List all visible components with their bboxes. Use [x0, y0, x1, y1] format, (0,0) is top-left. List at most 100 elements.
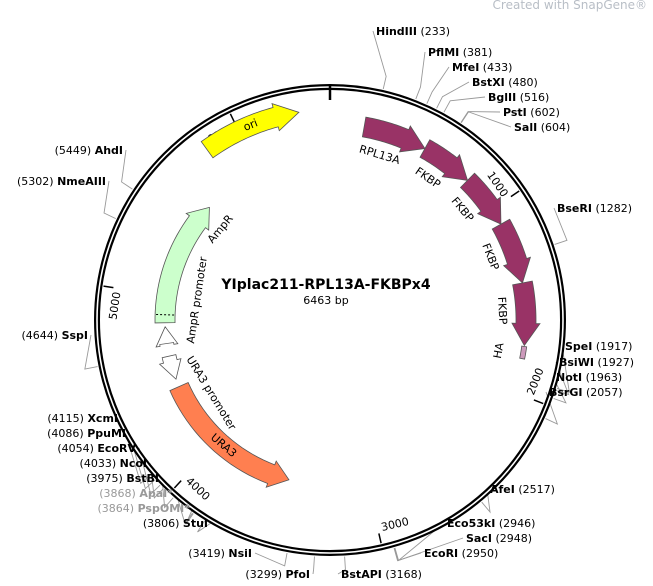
site-position: (604) — [541, 121, 571, 134]
site-label-nsii[interactable]: (3419) NsiI — [188, 547, 252, 560]
site-label-sspi[interactable]: (4644) SspI — [21, 329, 88, 342]
site-label-eco53ki[interactable]: Eco53kI (2946) — [447, 517, 535, 530]
plasmid-length: 6463 bp — [303, 294, 348, 307]
site-leader-line — [460, 111, 501, 123]
site-leader-line — [185, 507, 194, 525]
site-label-nmeaiii[interactable]: (5302) NmeAIII — [17, 175, 106, 188]
tick-label: 3000 — [380, 515, 410, 534]
ampr-dashed-mark — [156, 313, 175, 316]
tick-label: 5000 — [106, 291, 123, 321]
site-leader-line — [312, 556, 315, 575]
site-name: SalI — [514, 121, 537, 134]
site-name: MfeI — [452, 61, 479, 74]
site-position: (3868) — [99, 487, 136, 500]
site-leader-line — [121, 149, 133, 190]
site-label-bseri[interactable]: BseRI (1282) — [557, 202, 632, 215]
ruler-ticks: 100020003000400050006000 — [103, 113, 547, 544]
site-position: (480) — [508, 76, 538, 89]
site-position: (602) — [530, 106, 560, 119]
site-label-ahdi[interactable]: (5449) AhdI — [55, 144, 123, 157]
feature-ha[interactable] — [519, 345, 528, 360]
site-leader-line — [254, 552, 288, 567]
feature-fkbp[interactable] — [491, 218, 532, 284]
site-label-bstxi[interactable]: BstXI (480) — [472, 76, 538, 89]
site-label-bglii[interactable]: BglII (516) — [488, 91, 549, 104]
site-name: StuI — [183, 517, 208, 530]
site-name: BseRI — [557, 202, 592, 215]
site-name: EcoRI — [424, 547, 458, 560]
site-name: BsiWI — [559, 356, 594, 369]
tick-mark — [378, 533, 382, 544]
tick-mark — [173, 480, 182, 489]
feature-fkbp[interactable] — [419, 139, 469, 181]
site-position: (4644) — [21, 329, 58, 342]
site-leader-line — [393, 548, 422, 562]
site-label-pfoi[interactable]: (3299) PfoI — [245, 568, 310, 581]
site-leader-line — [337, 556, 346, 575]
site-leader-line — [197, 520, 212, 533]
site-label-ecorv[interactable]: (4054) EcoRV — [57, 442, 136, 455]
feature-label: AmpR promoter — [184, 255, 210, 344]
feature-ori[interactable] — [200, 103, 300, 159]
site-leader-line — [161, 477, 174, 509]
feature-ampr[interactable] — [154, 206, 210, 324]
site-label-spei[interactable]: SpeI (1917) — [565, 340, 632, 353]
site-position: (1282) — [595, 202, 632, 215]
site-leader-line — [426, 66, 450, 104]
site-label-afei[interactable]: AfeI (2517) — [490, 483, 555, 496]
tick-mark — [103, 285, 114, 289]
site-leader-line — [372, 30, 387, 90]
feature-rpl13a[interactable] — [361, 116, 426, 153]
restriction-sites: HindIII (233) PflMI (381) MfeI (433) BstXI … — [17, 25, 634, 581]
site-label-pspomi-star[interactable]: (3864) PspOMI* — [97, 502, 190, 515]
feature-ampr-promoter[interactable] — [155, 325, 179, 348]
site-leader-line — [175, 492, 193, 525]
feature-ura3-promoter[interactable] — [158, 354, 182, 380]
site-position: (381) — [463, 46, 493, 59]
site-label-bstbi[interactable]: (3975) BstBI — [86, 472, 159, 485]
feature-label: FKBP — [495, 296, 510, 325]
tick-mark — [229, 113, 236, 124]
site-position: (2950) — [462, 547, 499, 560]
site-label-ncoi[interactable]: (4033) NcoI — [80, 457, 147, 470]
site-position: (4115) — [47, 412, 84, 425]
site-label-saci[interactable]: SacI (2948) — [466, 532, 532, 545]
site-label-bsiwi[interactable]: BsiWI (1927) — [559, 356, 634, 369]
site-label-hindiii[interactable]: HindIII (233) — [376, 25, 450, 38]
site-position: (433) — [483, 61, 513, 74]
site-label-sali[interactable]: SalI (604) — [514, 121, 570, 134]
site-label-ecori[interactable]: EcoRI (2950) — [424, 547, 498, 560]
site-position: (2057) — [586, 386, 623, 399]
site-position: (5302) — [17, 175, 54, 188]
site-leader-line — [443, 96, 486, 113]
site-position: (516) — [520, 91, 550, 104]
feature-ura3[interactable] — [169, 382, 290, 488]
site-label-noti[interactable]: NotI (1963) — [556, 371, 622, 384]
site-label-pflmi[interactable]: PflMI (381) — [428, 46, 492, 59]
site-position: (3168) — [385, 568, 422, 581]
site-name: SacI — [466, 532, 492, 545]
site-position: (3806) — [143, 517, 180, 530]
site-name: NcoI — [120, 457, 147, 470]
site-position: (3975) — [86, 472, 123, 485]
site-name: BstXI — [472, 76, 505, 89]
site-label-mfei[interactable]: MfeI (433) — [452, 61, 512, 74]
site-position: (2946) — [499, 517, 536, 530]
site-name: SpeI — [565, 340, 592, 353]
site-label-ppumi[interactable]: (4086) PpuMI — [47, 427, 126, 440]
feature-fkbp[interactable] — [459, 172, 502, 225]
site-label-bstapi[interactable]: BstAPI (3168) — [341, 568, 422, 581]
plasmid-name: YIplac211-RPL13A-FKBPx4 — [220, 277, 430, 293]
site-name: PstI — [503, 106, 527, 119]
site-name: PspOMI* — [138, 502, 191, 515]
feature-fkbp[interactable] — [511, 280, 541, 347]
site-label-xcmi[interactable]: (4115) XcmI — [47, 412, 118, 425]
site-position: (1927) — [597, 356, 634, 369]
site-label-stui[interactable]: (3806) StuI — [143, 517, 208, 530]
site-name: PpuMI — [87, 427, 126, 440]
site-label-psti[interactable]: PstI (602) — [503, 106, 560, 119]
site-label-apai-star[interactable]: (3868) ApaI* — [99, 487, 173, 500]
site-label-bsrgi[interactable]: BsrGI (2057) — [549, 386, 623, 399]
feature-label: FKBP — [479, 242, 501, 273]
